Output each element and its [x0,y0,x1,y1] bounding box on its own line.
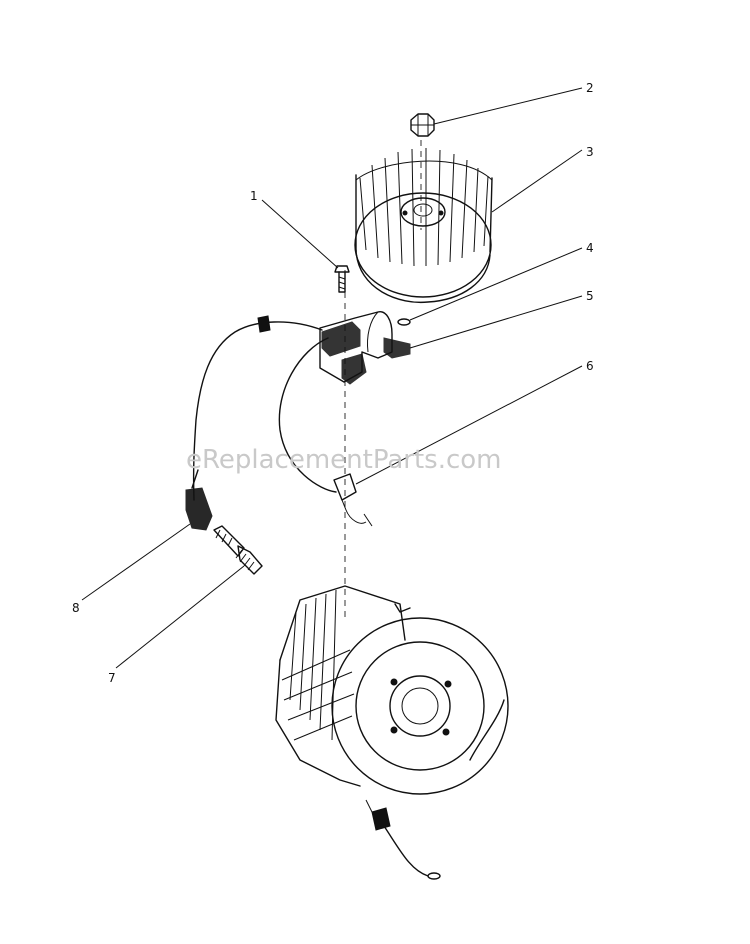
kill-wire [365,799,441,880]
mounting-screw [334,265,350,293]
callout-7: 7 [108,671,116,685]
leader-8 [81,523,191,601]
watermark-text: eReplacementParts.com [186,445,502,475]
leader-3 [491,149,583,213]
leader-7 [115,565,245,669]
callout-8: 8 [72,601,80,615]
flywheel [354,148,493,304]
callout-1: 1 [250,189,258,203]
callout-4: 4 [586,241,594,255]
spark-plug [213,525,263,575]
ground-wire [278,337,373,527]
flywheel-key [397,318,411,326]
ignition-module [319,311,411,385]
leader-2 [433,87,583,125]
callout-3: 3 [586,145,594,159]
leader-4 [409,247,583,321]
leader-1 [261,199,339,269]
spark-plug-wire [185,315,323,531]
engine-block [275,585,509,795]
callout-5: 5 [586,289,594,303]
callout-2: 2 [586,81,594,95]
callout-6: 6 [586,359,594,373]
flywheel-nut [410,113,435,137]
leader-6 [355,365,583,485]
leader-5 [409,295,583,349]
